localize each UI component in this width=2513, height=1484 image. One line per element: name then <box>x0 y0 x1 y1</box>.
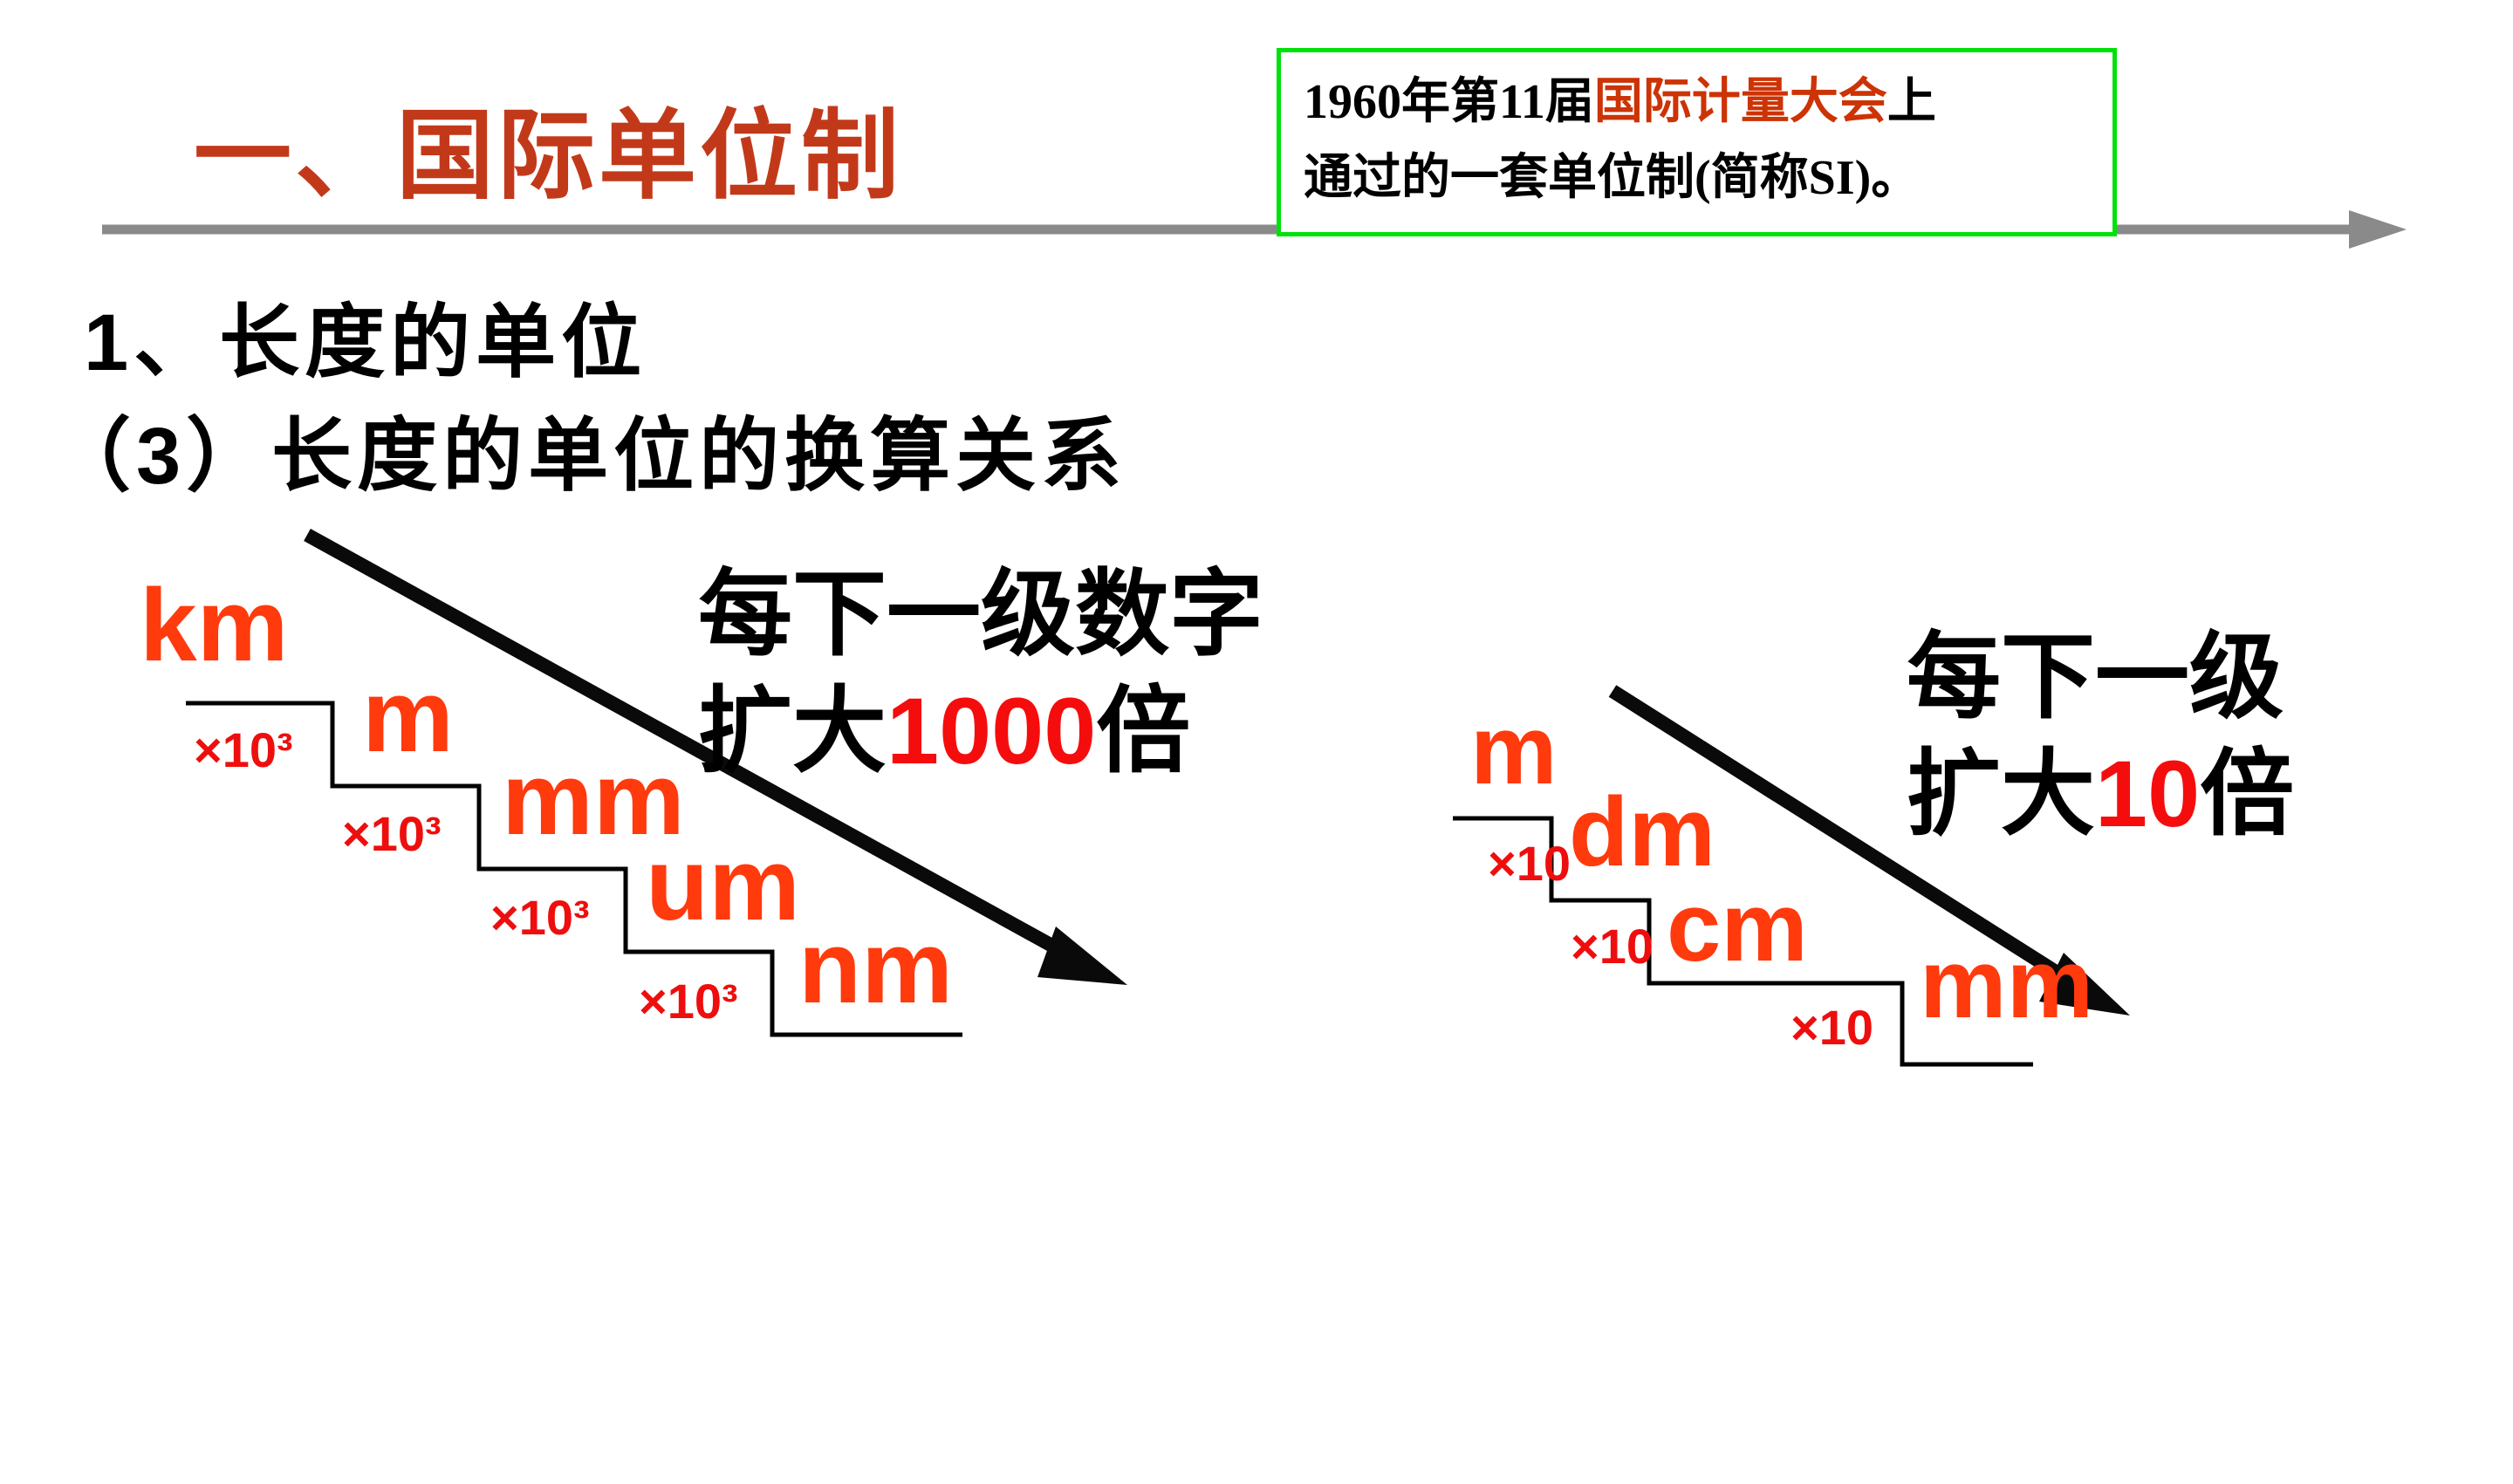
heading-conversion-relations: （3）长度的单位的换算关系 <box>51 412 1127 501</box>
note-line-1: 1960年第11届国际计量大会上 <box>1304 65 2093 140</box>
left-caption-suffix: 倍 <box>1096 680 1191 784</box>
unit-label-nm: nm <box>798 910 953 1025</box>
factor-label-dm-cm: ×10 <box>1571 919 1654 974</box>
note-line1-suffix: 上 <box>1886 75 1936 129</box>
left-caption-value: 1000 <box>887 677 1097 783</box>
unit-label-m-right: m <box>1470 695 1558 804</box>
left-caption-line2: 扩大1000倍 <box>698 674 1263 790</box>
right-caption-line2: 扩大10倍 <box>1907 736 2294 853</box>
factor-label-m-dm: ×10 <box>1488 836 1571 891</box>
left-caption: 每下一级数字 扩大1000倍 <box>698 558 1263 790</box>
heading-length-units: 1、长度的单位 <box>84 298 647 387</box>
right-caption-suffix: 倍 <box>2200 742 2295 847</box>
right-staircase-line <box>1453 816 2033 1067</box>
divider-arrowhead-icon <box>2349 210 2407 249</box>
right-arrowhead-icon <box>2039 953 2130 1016</box>
note-line-2: 通过的一套单位制(简称SI)。 <box>1304 150 1921 205</box>
factor-label-um-nm: ×10³ <box>639 974 738 1029</box>
factor-label-mm-um: ×10³ <box>490 890 590 945</box>
factor-label-m-mm: ×10³ <box>342 806 442 861</box>
unit-label-mm: mm <box>502 742 685 857</box>
factor-label-km-m: ×10³ <box>194 722 293 777</box>
unit-label-m: m <box>362 659 454 774</box>
left-arrowhead-icon <box>1037 927 1127 985</box>
left-caption-prefix: 扩大 <box>698 680 887 784</box>
unit-label-dm: dm <box>1569 777 1715 886</box>
left-diagonal-arrow <box>304 528 1127 985</box>
note-line1-prefix: 1960年第11届 <box>1304 75 1594 129</box>
right-caption-line1: 每下一级 <box>1907 626 2284 730</box>
note-line1-highlight: 国际计量大会 <box>1593 75 1887 129</box>
right-caption-prefix: 扩大 <box>1907 742 2096 847</box>
right-caption-value: 10 <box>2095 740 2201 846</box>
right-caption: 每下一级 扩大10倍 <box>1907 621 2294 853</box>
si-note-box: 1960年第11届国际计量大会上 通过的一套单位制(简称SI)。 <box>1277 48 2117 236</box>
left-staircase-line <box>186 701 962 1037</box>
factor-label-cm-mm: ×10 <box>1791 1000 1873 1055</box>
unit-label-km: km <box>140 568 289 683</box>
left-caption-line1: 每下一级数字 <box>698 564 1264 667</box>
right-diagonal-arrow <box>1608 685 2130 1016</box>
unit-label-um: um <box>646 827 800 942</box>
unit-label-mm-right: mm <box>1920 929 2094 1038</box>
page-title: 一、国际单位制 <box>194 103 902 211</box>
unit-label-cm: cm <box>1667 872 1808 981</box>
